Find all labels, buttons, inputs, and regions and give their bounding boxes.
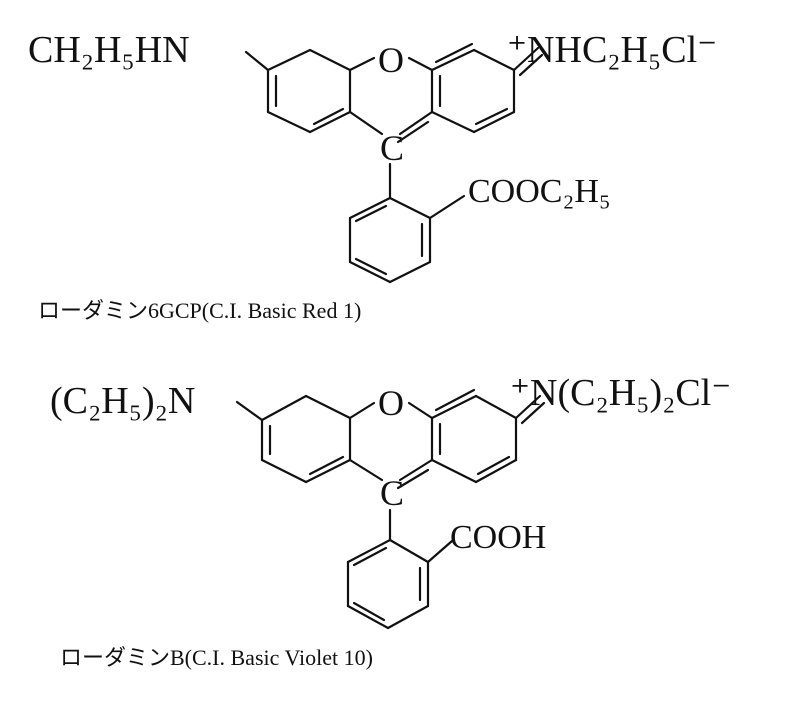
s2-phenyl-bond-3 [386, 604, 430, 630]
s2-phenyl-inner-3 [352, 546, 388, 567]
s1-amine-bond [244, 50, 270, 72]
s2-c-bond-left [348, 458, 384, 482]
s1-right-ring-bond-5 [472, 110, 516, 134]
s2-amine-bond [235, 400, 264, 422]
s2-right-ring-double-2 [434, 388, 476, 412]
s2-phenyl-bond-4 [346, 604, 390, 630]
s2-right-ring-double-5 [476, 455, 511, 476]
s1-right-ring-double-2 [434, 42, 474, 64]
s1-phenyl-bond-1 [388, 196, 432, 220]
s2-bonds [235, 388, 546, 630]
s1-caption: ローダミン6GCP(C.I. Basic Red 1) [38, 298, 361, 323]
s2-acid-group: COOH [450, 519, 546, 556]
s1-left-ring-bond-4 [308, 110, 352, 134]
s2-c-bond-right [398, 458, 434, 482]
s2-acid-bond [426, 539, 454, 564]
s2-amine-left: (C₂H₅)₂N [50, 380, 195, 422]
s2-ring-oxygen: O [378, 383, 404, 423]
s1-o-bond-left [348, 56, 376, 72]
s1-left-ring-inner-2 [312, 107, 345, 126]
s1-phenyl-inner-2 [354, 257, 388, 276]
s2-right-ring-bond-5 [474, 458, 518, 484]
s2-phenyl-inner-2 [352, 601, 386, 622]
s1-iminium-right: ⁺NHC₂H₅Cl⁻ [507, 29, 717, 71]
s2-right-ring-bond-2 [430, 394, 478, 420]
s2-phenyl-bond-6 [346, 538, 392, 564]
s1-c-bond-right [398, 110, 434, 136]
s1-iminium-bond [512, 46, 540, 72]
s1-left-ring-bond-5 [266, 110, 312, 134]
s2-left-ring-bond-2 [304, 394, 352, 420]
s1-right-ring-double-5 [474, 107, 509, 126]
s2-iminium-bond [514, 394, 542, 420]
s1-bonds [244, 42, 544, 284]
s1-phenyl-bond-6 [348, 196, 392, 220]
s2-iminium-double [520, 401, 546, 425]
s1-ester-group: COOC₂H₅ [468, 173, 611, 210]
s2-caption: ローダミンB(C.I. Basic Violet 10) [60, 645, 373, 670]
s1-left-ring-bond-1 [266, 48, 312, 72]
s1-right-ring-bond-3 [472, 48, 516, 72]
s2-left-ring-inner-2 [308, 455, 345, 476]
s1-iminium-double [518, 53, 544, 77]
s2-left-ring-bond-5 [260, 458, 308, 484]
s1-ring-oxygen: O [378, 40, 404, 80]
s2-right-ring-bond-3 [474, 394, 518, 420]
s1-amine-left: CH₂H₅HN [28, 29, 190, 71]
s2-o-bond-right [407, 401, 434, 420]
rhodamine-6gcp-structure: CH₂H₅HN ⁺NHC₂H₅Cl⁻ O C COOC₂H₅ [28, 29, 717, 323]
s1-c-bond-left [348, 110, 384, 136]
s1-phenyl-inner-3 [354, 204, 388, 223]
s2-phenyl-bond-1 [388, 538, 430, 564]
s1-phenyl-bond-3 [388, 260, 432, 284]
s2-iminium-right: ⁺N(C₂H₅)₂Cl⁻ [510, 372, 731, 414]
s2-left-ring-bond-1 [260, 394, 308, 422]
s1-o-bond-right [407, 56, 434, 72]
s1-c-bond-right-double [396, 120, 430, 144]
s1-right-ring-bond-2 [430, 48, 476, 72]
s1-phenyl-bond-4 [348, 260, 392, 284]
s1-left-ring-bond-2 [308, 48, 352, 72]
s2-c-bond-right-double [396, 468, 430, 490]
s2-right-ring-bond-6 [430, 458, 478, 484]
s2-left-ring-bond-4 [304, 458, 352, 484]
s1-ester-bond [428, 194, 466, 220]
s2-o-bond-left [348, 401, 376, 420]
rhodamine-b-structure: (C₂H₅)₂N ⁺N(C₂H₅)₂Cl⁻ O C COOH [50, 372, 731, 670]
s1-right-ring-bond-6 [430, 110, 476, 134]
